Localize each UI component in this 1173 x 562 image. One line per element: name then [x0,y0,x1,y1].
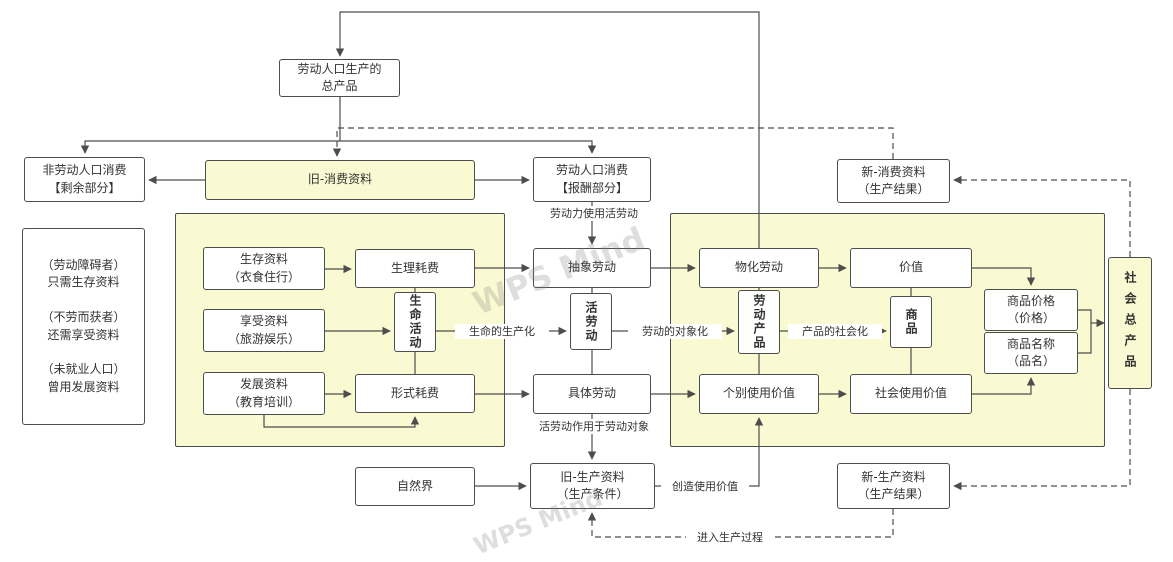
node-individual-use-value[interactable]: 个别使用价值 [699,374,819,414]
node-old-consumption-goods[interactable]: 旧-消费资料 [205,160,475,200]
edge-label-labor-objectification[interactable]: 劳动的对象化 [628,324,722,340]
node-nature[interactable]: 自然界 [355,467,475,506]
node-development-goods[interactable]: 发展资料 （教育培训） [203,372,325,415]
node-living-labor[interactable]: 活劳动 [570,293,612,350]
node-total-social-product[interactable]: 社会总产品 [1108,257,1152,389]
node-value[interactable]: 价值 [850,248,972,288]
node-materialized-labor[interactable]: 物化劳动 [699,248,819,288]
edge-label-labor-power-uses[interactable]: 劳动力使用活劳动 [536,206,652,222]
node-physiological-expenditure[interactable]: 生理耗费 [355,249,475,288]
node-commodity[interactable]: 商品 [890,296,932,348]
node-new-consumption-goods[interactable]: 新-消费资料 （生产结果） [837,159,950,203]
edge-label-enter-production[interactable]: 进入生产过程 [686,530,774,546]
node-old-production-goods[interactable]: 旧-生产资料 （生产条件） [530,463,655,509]
edge-total-product-to-non-labor-consumption [80,140,340,154]
node-form-expenditure[interactable]: 形式耗费 [355,374,475,413]
node-social-use-value[interactable]: 社会使用价值 [850,374,972,414]
node-labor-product[interactable]: 劳动产品 [738,290,780,354]
edge-label-life-productionization[interactable]: 生命的生产化 [455,324,549,340]
node-concrete-labor[interactable]: 具体劳动 [533,374,651,414]
edge-label-living-labor-acts[interactable]: 活劳动作用于劳动对象 [527,419,661,435]
node-life-activity[interactable]: 生命活动 [394,292,436,352]
node-population-notes[interactable]: （劳动障碍者） 只需生存资料 （不劳而获者） 还需享受资料 （未就业人口） 曾用… [22,228,145,425]
node-commodity-price[interactable]: 商品价格 （价格） [984,289,1078,331]
node-non-labor-consumption[interactable]: 非劳动人口消费 【剩余部分】 [24,157,145,202]
edge-new-consumption-to-old-consumption [332,127,894,159]
node-new-production-goods[interactable]: 新-生产资料 （生产结果） [837,463,950,509]
edge-label-product-socialization[interactable]: 产品的社会化 [788,324,882,340]
node-total-product[interactable]: 劳动人口生产的 总产品 [279,59,400,97]
edge-total-product-to-labor-consumption [340,140,597,154]
node-survival-goods[interactable]: 生存资料 （衣食住行） [203,247,325,290]
node-enjoyment-goods[interactable]: 享受资料 （旅游娱乐） [203,309,325,352]
node-commodity-name[interactable]: 商品名称 （品名） [984,332,1078,374]
edge-label-creates-use-value[interactable]: 创造使用价值 [661,479,749,495]
node-abstract-labor[interactable]: 抽象劳动 [533,248,651,288]
node-labor-consumption[interactable]: 劳动人口消费 【报酬部分】 [533,157,651,202]
